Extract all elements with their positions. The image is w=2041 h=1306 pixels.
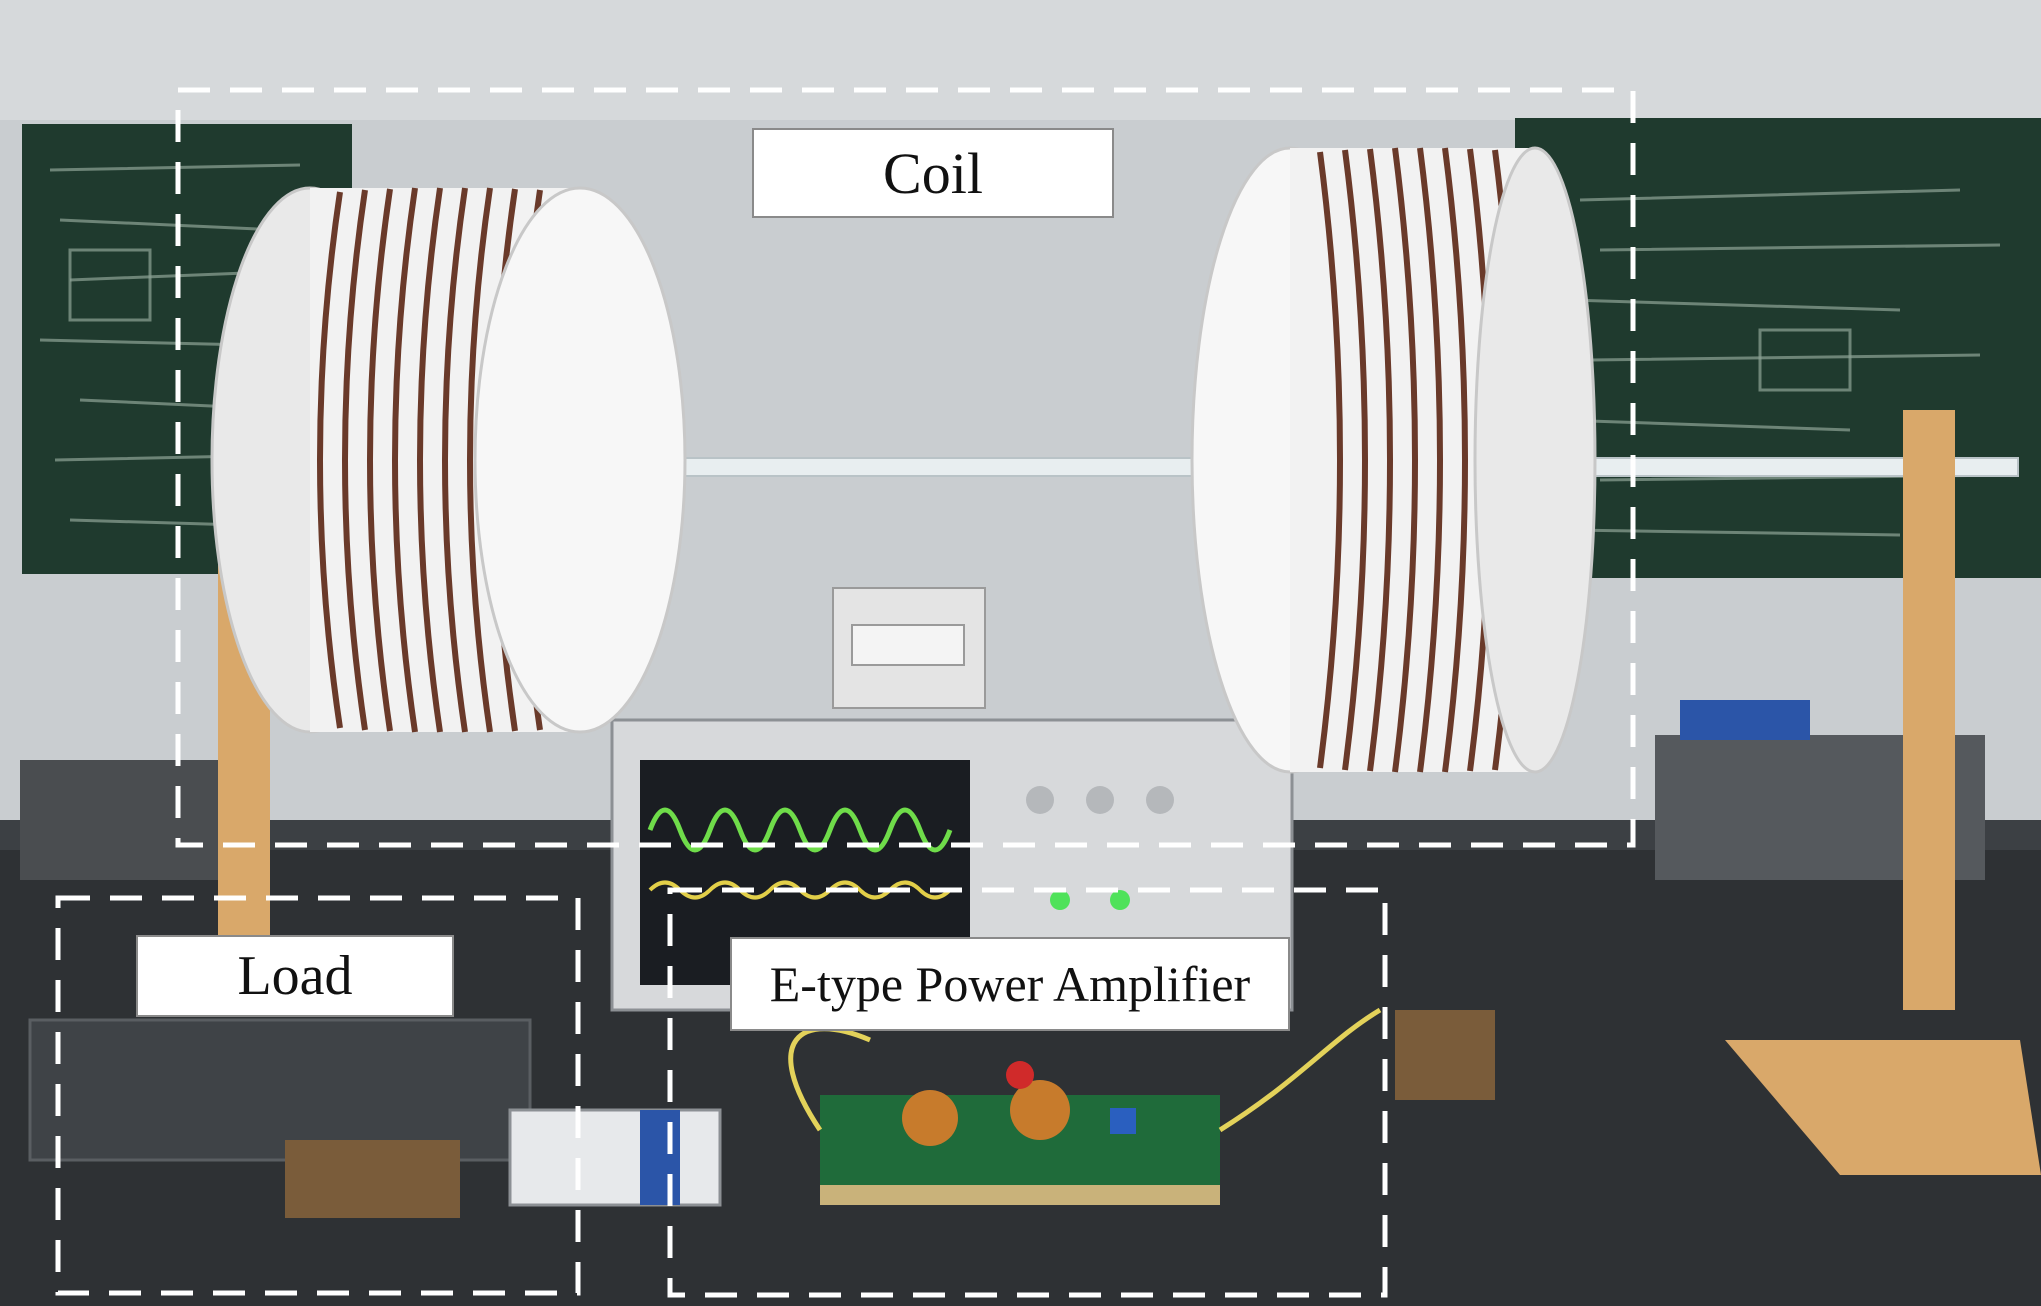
- load-label: Load: [136, 935, 454, 1017]
- amplifier-pcb: [820, 1061, 1220, 1205]
- usb-device: [508, 1108, 722, 1207]
- coil-left: [210, 186, 687, 734]
- ceiling-band: [0, 0, 2041, 120]
- amplifier-region-box: [667, 887, 1388, 1298]
- coil-label: Coil: [752, 128, 1114, 218]
- wall-socket: [832, 587, 986, 709]
- amplifier-wires: [788, 1007, 1382, 1133]
- wood-base-right: [1725, 1040, 2041, 1175]
- usb-device-stripe: [640, 1110, 680, 1205]
- amplifier-label: E-type Power Amplifier: [730, 937, 1290, 1031]
- coil-right: [1190, 146, 1597, 774]
- coil-region-box: [175, 87, 1636, 848]
- power-meter-left: [28, 1018, 532, 1162]
- blue-device-right: [1680, 700, 1810, 740]
- wood-stand-right: [1903, 410, 1955, 1010]
- cap-board-right: [1395, 1010, 1495, 1100]
- load-region-box: [55, 895, 581, 1296]
- load-pcb: [285, 1140, 460, 1218]
